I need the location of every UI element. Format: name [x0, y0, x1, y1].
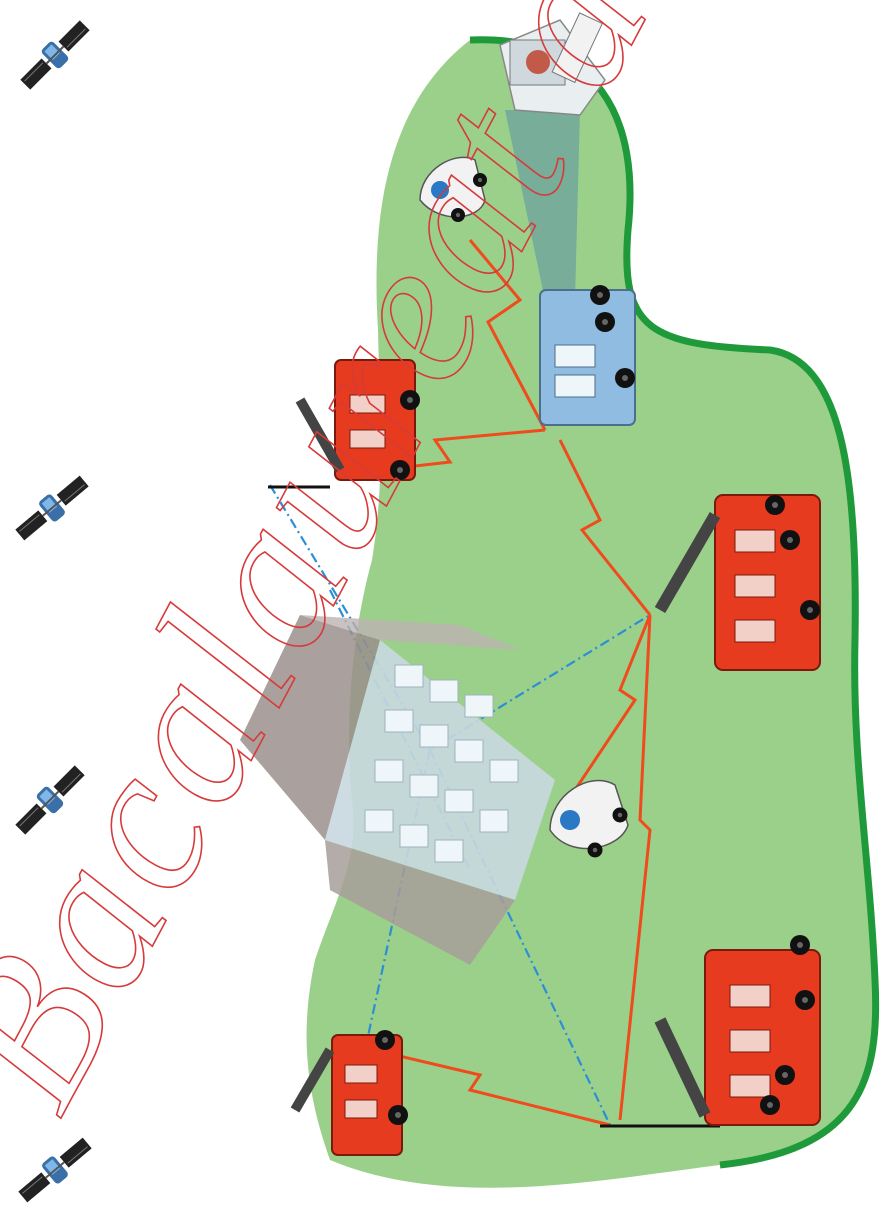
satellite-icon	[14, 1133, 95, 1207]
satellite-icon	[11, 471, 92, 545]
satellite-icon	[16, 16, 94, 94]
command-van-icon	[540, 285, 635, 425]
